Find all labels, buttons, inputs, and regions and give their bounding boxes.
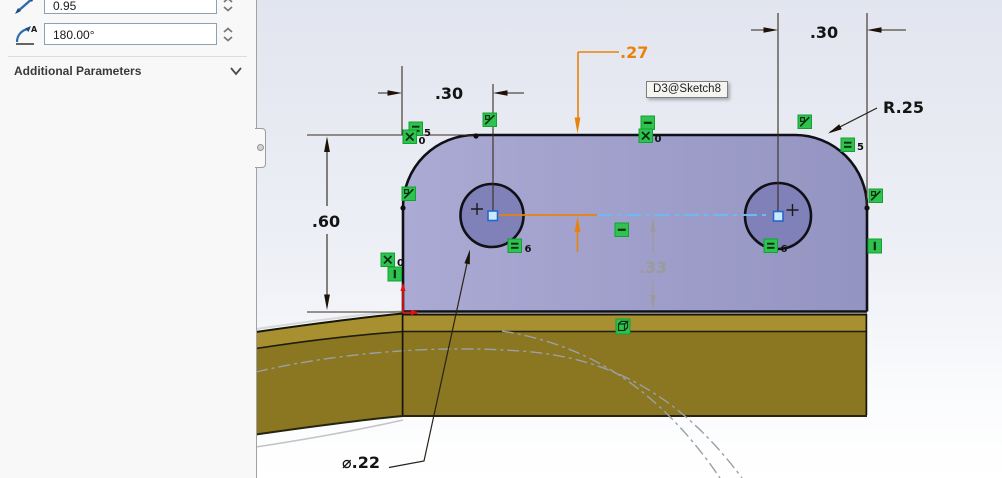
dimension-tooltip: D3@Sketch8 bbox=[646, 81, 728, 98]
dimension-right-hole-offset[interactable]: .30 bbox=[751, 23, 906, 42]
arc-length-icon bbox=[15, 0, 33, 14]
dimension-corner-fillet[interactable]: R.25 bbox=[828, 98, 924, 134]
gold-body[interactable] bbox=[255, 310, 867, 448]
property-manager-panel: 0.95 A 180.00° Additional Parameters bbox=[0, 0, 257, 478]
panel-splitter-handle[interactable] bbox=[255, 128, 266, 168]
constraint-tag: 0 bbox=[655, 134, 662, 145]
dimension-centerline-top-offset[interactable]: .27 bbox=[574, 43, 649, 252]
tab-outline-edge[interactable] bbox=[401, 133, 869, 312]
splitter-dot bbox=[257, 144, 264, 151]
dimension-left-hole-offset[interactable]: .30 bbox=[378, 84, 524, 103]
sketch-origin[interactable] bbox=[400, 282, 420, 316]
constraint-tag: 5 bbox=[857, 142, 864, 153]
dimension-diameter-text[interactable]: ⌀.22 bbox=[342, 453, 380, 472]
constraint-equal-icon[interactable] bbox=[840, 137, 855, 152]
constraint-icons: 5 0 0 bbox=[380, 112, 883, 335]
constraint-equal-icon[interactable] bbox=[507, 238, 522, 253]
left-hole-center-point[interactable] bbox=[487, 210, 499, 222]
svg-text:A: A bbox=[31, 25, 38, 34]
numeric-spinner[interactable] bbox=[221, 0, 235, 15]
constraint-tag: 5 bbox=[424, 128, 431, 139]
constraint-on-face-icon[interactable] bbox=[615, 318, 631, 335]
constraint-tangent-icon[interactable] bbox=[868, 188, 883, 203]
constraint-tangent-icon[interactable] bbox=[401, 186, 416, 201]
dimension-top-offset-text[interactable]: .27 bbox=[620, 43, 648, 62]
section-label: Additional Parameters bbox=[14, 64, 142, 78]
angle-spinner[interactable] bbox=[221, 26, 235, 44]
dimension-height[interactable]: .60 bbox=[312, 136, 340, 311]
chevron-down-icon[interactable] bbox=[229, 66, 243, 76]
numeric-value-field[interactable]: 0.95 bbox=[44, 0, 217, 14]
dimension-fillet-text[interactable]: R.25 bbox=[883, 98, 924, 117]
constraint-coincident-icon[interactable] bbox=[402, 129, 417, 144]
angle-value-field[interactable]: 180.00° bbox=[44, 23, 217, 45]
hole-center-marks bbox=[471, 203, 799, 216]
angle-icon: A bbox=[15, 25, 38, 45]
dimension-centerline-bottom-offset[interactable]: .33 bbox=[639, 217, 667, 310]
extension-lines bbox=[307, 13, 868, 313]
constraint-tangent-icon[interactable] bbox=[797, 114, 812, 129]
constraint-horizontal-icon[interactable] bbox=[614, 222, 629, 237]
angle-value: 180.00° bbox=[53, 28, 95, 42]
constraint-equal-icon[interactable] bbox=[763, 238, 778, 253]
constraint-tag: 0 bbox=[419, 136, 426, 147]
constraint-tag: 6 bbox=[525, 244, 532, 255]
constraint-vertical-icon[interactable] bbox=[387, 266, 402, 282]
dimension-left-offset-text[interactable]: .30 bbox=[435, 84, 463, 103]
sketch-tab-face[interactable] bbox=[401, 131, 869, 415]
constraint-coincident-icon[interactable] bbox=[380, 252, 395, 267]
dimension-hole-diameter[interactable]: ⌀.22 bbox=[342, 249, 471, 473]
dimension-right-offset-text[interactable]: .30 bbox=[810, 23, 838, 42]
dimension-height-text[interactable]: .60 bbox=[312, 212, 340, 231]
panel-divider bbox=[8, 56, 247, 57]
right-hole-center-point[interactable] bbox=[772, 210, 784, 222]
sketch-endpoints[interactable] bbox=[400, 133, 870, 211]
constraint-horizontal-icon[interactable] bbox=[640, 115, 655, 130]
dimension-bottom-offset-text[interactable]: .33 bbox=[639, 258, 667, 277]
constraint-tangent-icon[interactable] bbox=[482, 112, 497, 127]
constraint-tag: 6 bbox=[781, 244, 788, 255]
constraint-tag: 0 bbox=[397, 258, 404, 269]
constraint-vertical-icon[interactable] bbox=[867, 238, 882, 254]
numeric-value: 0.95 bbox=[53, 0, 77, 13]
constraint-coincident-icon[interactable] bbox=[638, 128, 653, 143]
additional-parameters-section[interactable]: Additional Parameters bbox=[0, 60, 256, 82]
construction-centerline-arcs[interactable] bbox=[255, 330, 743, 478]
